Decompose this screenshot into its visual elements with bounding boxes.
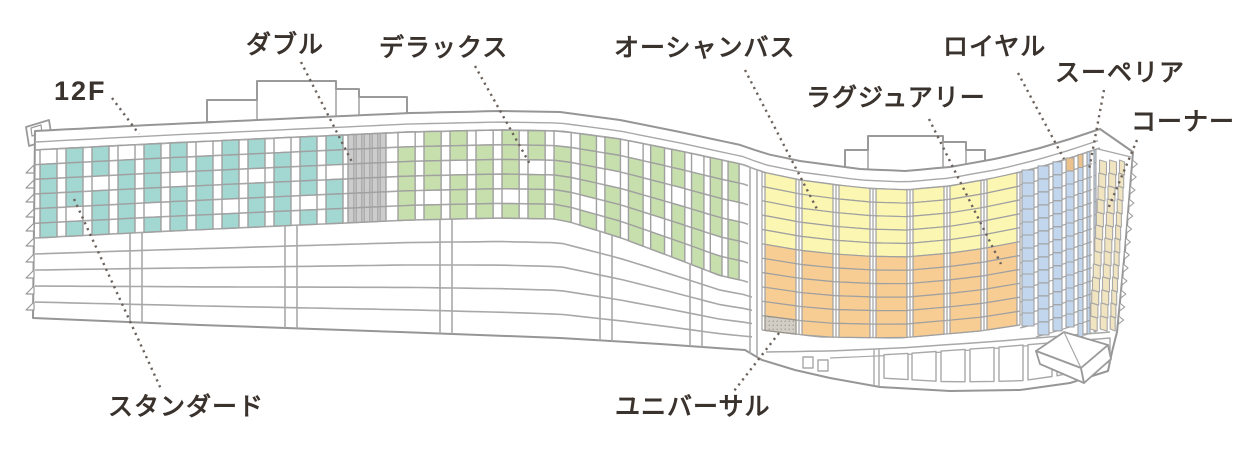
section-ocean-bath-windows xyxy=(764,172,1018,258)
label-corner: コーナー xyxy=(1131,108,1236,136)
label-universal: ユニバーサル xyxy=(615,393,771,421)
leader-standard xyxy=(72,198,163,390)
label-ocean-bath: オーシャンバス xyxy=(614,34,796,62)
section-universal-window xyxy=(764,315,797,335)
leader-lines xyxy=(72,61,1139,392)
leader-superior xyxy=(1087,89,1106,171)
entrance-canopy xyxy=(1035,331,1112,384)
label-double: ダブル xyxy=(246,31,325,59)
section-double-windows xyxy=(347,132,387,224)
section-royal-superior-tower xyxy=(1019,149,1097,338)
section-deluxe-windows xyxy=(397,129,740,281)
leader-12f xyxy=(111,97,140,135)
label-royal: ロイヤル xyxy=(943,33,1047,61)
label-superior: スーペリア xyxy=(1055,59,1186,87)
leader-luxury xyxy=(927,118,1003,265)
section-luxury-windows xyxy=(764,241,1018,339)
label-12f: 12F xyxy=(54,76,107,106)
section-standard-windows xyxy=(39,134,344,239)
label-deluxe: デラックス xyxy=(379,34,509,62)
label-luxury: ラグジュアリー xyxy=(806,84,986,112)
leader-ocean-bath xyxy=(743,69,820,212)
label-standard: スタンダード xyxy=(108,393,265,421)
